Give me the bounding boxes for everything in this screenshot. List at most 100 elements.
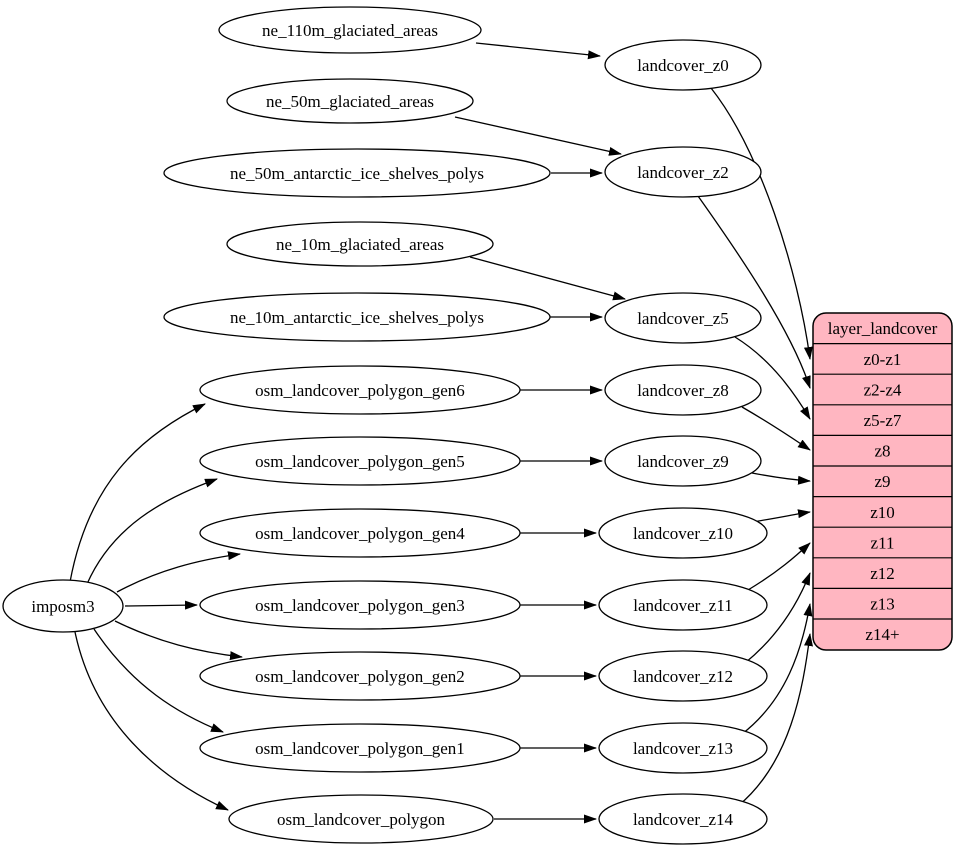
landcover_z14-label: landcover_z14 [633, 810, 734, 829]
node-ne_10m_glaciated_areas: ne_10m_glaciated_areas [226, 221, 494, 267]
landcover_z10-label: landcover_z10 [633, 524, 733, 543]
edge-z0-to-row-z0-z1 [710, 87, 813, 360]
imposm3-ellipse [2, 579, 124, 633]
landcover_z9-ellipse [604, 435, 762, 487]
ne_10m_antarctic_ice_shelves_polys-label: ne_10m_antarctic_ice_shelves_polys [230, 308, 484, 327]
ne_50m_antarctic_ice_shelves_polys-label: ne_50m_antarctic_ice_shelves_polys [230, 164, 484, 183]
ne_50m_antarctic_ice_shelves_polys-ellipse [163, 148, 551, 198]
edge-z12-to-row-z12 [744, 572, 811, 664]
edge-imposm3-to-gen5 [86, 478, 218, 585]
record-row-z5-z7: z5-z7 [864, 411, 902, 430]
ne_10m_antarctic_ice_shelves_polys-ellipse [163, 292, 551, 342]
ne_10m_glaciated_areas-label: ne_10m_glaciated_areas [276, 235, 444, 254]
node-landcover_z2: landcover_z2 [604, 146, 762, 198]
node-ne_10m_antarctic_ice_shelves_polys: ne_10m_antarctic_ice_shelves_polys [163, 292, 551, 342]
osm_landcover_polygon_gen1-label: osm_landcover_polygon_gen1 [255, 739, 465, 758]
edge-imposm3-to-gen1 [93, 628, 224, 733]
node-landcover_z13: landcover_z13 [598, 722, 768, 774]
record-row-z14plus: z14+ [865, 625, 899, 644]
landcover_z8-ellipse [604, 364, 762, 416]
landcover_z2-label: landcover_z2 [637, 163, 729, 182]
edge-z2-to-row-z2-z4 [697, 195, 811, 389]
landcover_z0-ellipse [604, 39, 762, 91]
osm_landcover_polygon_gen4-label: osm_landcover_polygon_gen4 [255, 524, 465, 543]
node-landcover_z8: landcover_z8 [604, 364, 762, 416]
landcover_z11-ellipse [598, 579, 768, 631]
ne_50m_glaciated_areas-ellipse [226, 78, 474, 124]
node-landcover_z11: landcover_z11 [598, 579, 768, 631]
edge-imposm3-to-gen6 [69, 403, 206, 583]
edges-layer [69, 42, 813, 824]
node-imposm3: imposm3 [2, 579, 124, 633]
osm_landcover_polygon_gen6-ellipse [199, 365, 521, 415]
record-layer_landcover: layer_landcover z0-z1 z2-z4 z5-z7 z8 z9 … [812, 312, 953, 651]
node-ne_110m_glaciated_areas: ne_110m_glaciated_areas [218, 6, 482, 54]
osm_landcover_polygon-ellipse [228, 794, 494, 844]
record-row-z10: z10 [870, 503, 895, 522]
landcover_z12-label: landcover_z12 [633, 667, 733, 686]
node-osm_landcover_polygon_gen5: osm_landcover_polygon_gen5 [199, 436, 521, 486]
ne_110m_glaciated_areas-ellipse [218, 6, 482, 54]
imposm3-label: imposm3 [31, 597, 94, 616]
edge-z9-to-row-z9 [751, 472, 811, 485]
edge-z10-to-row-z10 [751, 509, 811, 523]
landcover_z0-label: landcover_z0 [637, 56, 729, 75]
record-row-z0-z1: z0-z1 [864, 350, 902, 369]
osm_landcover_polygon_gen4-ellipse [199, 508, 521, 558]
ne_10m_glaciated_areas-ellipse [226, 221, 494, 267]
node-landcover_z5: landcover_z5 [604, 292, 762, 344]
edge-imposm3-to-gen2 [114, 620, 243, 661]
node-landcover_z10: landcover_z10 [598, 507, 768, 559]
node-osm_landcover_polygon: osm_landcover_polygon [228, 794, 494, 844]
edge-ne110m-to-z0 [475, 42, 601, 60]
landcover_z13-ellipse [598, 722, 768, 774]
node-osm_landcover_polygon_gen6: osm_landcover_polygon_gen6 [199, 365, 521, 415]
osm_landcover_polygon_gen2-label: osm_landcover_polygon_gen2 [255, 667, 465, 686]
ne_50m_glaciated_areas-label: ne_50m_glaciated_areas [266, 92, 434, 111]
landcover_z5-ellipse [604, 292, 762, 344]
edge-z11-to-row-z11 [747, 542, 811, 591]
edge-z13-to-row-z13 [741, 603, 813, 735]
record-row-z13: z13 [870, 595, 895, 614]
node-osm_landcover_polygon_gen1: osm_landcover_polygon_gen1 [199, 723, 521, 773]
osm_landcover_polygon_gen6-label: osm_landcover_polygon_gen6 [255, 381, 465, 400]
node-osm_landcover_polygon_gen3: osm_landcover_polygon_gen3 [199, 580, 521, 630]
node-ne_50m_antarctic_ice_shelves_polys: ne_50m_antarctic_ice_shelves_polys [163, 148, 551, 198]
edge-z14-to-row-z14plus [737, 633, 813, 807]
edge-ne10m-glaciated-to-z5 [469, 256, 626, 301]
node-landcover_z0: landcover_z0 [604, 39, 762, 91]
landcover_z11-label: landcover_z11 [633, 596, 732, 615]
osm_landcover_polygon_gen5-ellipse [199, 436, 521, 486]
edge-imposm3-to-gen3 [124, 600, 198, 610]
record-row-z9: z9 [874, 472, 890, 491]
landcover_z14-ellipse [598, 793, 768, 845]
record-row-z11: z11 [871, 534, 895, 553]
layer_landcover-box [812, 312, 953, 651]
landcover_z13-label: landcover_z13 [633, 739, 733, 758]
landcover_z10-ellipse [598, 507, 768, 559]
landcover_z5-label: landcover_z5 [637, 309, 729, 328]
node-landcover_z9: landcover_z9 [604, 435, 762, 487]
osm_landcover_polygon_gen3-label: osm_landcover_polygon_gen3 [255, 596, 465, 615]
edge-z5-to-row-z5-z7 [734, 336, 811, 420]
node-ne_50m_glaciated_areas: ne_50m_glaciated_areas [226, 78, 474, 124]
record-row-z8: z8 [874, 442, 890, 461]
landcover_z12-ellipse [598, 650, 768, 702]
edge-imposm3-to-gen4 [116, 551, 241, 593]
node-landcover_z12: landcover_z12 [598, 650, 768, 702]
osm_landcover_polygon_gen3-ellipse [199, 580, 521, 630]
landcover_z8-label: landcover_z8 [637, 381, 729, 400]
osm_landcover_polygon_gen2-ellipse [199, 651, 521, 701]
osm_landcover_polygon_gen5-label: osm_landcover_polygon_gen5 [255, 452, 465, 471]
record-row-z2-z4: z2-z4 [864, 381, 902, 400]
node-landcover_z14: landcover_z14 [598, 793, 768, 845]
ne_110m_glaciated_areas-label: ne_110m_glaciated_areas [262, 21, 438, 40]
node-osm_landcover_polygon_gen2: osm_landcover_polygon_gen2 [199, 651, 521, 701]
node-osm_landcover_polygon_gen4: osm_landcover_polygon_gen4 [199, 508, 521, 558]
layer_landcover-title: layer_landcover [828, 319, 938, 338]
landcover_z2-ellipse [604, 146, 762, 198]
edge-ne50m-glaciated-to-z2 [454, 116, 622, 156]
osm_landcover_polygon-label: osm_landcover_polygon [277, 810, 446, 829]
